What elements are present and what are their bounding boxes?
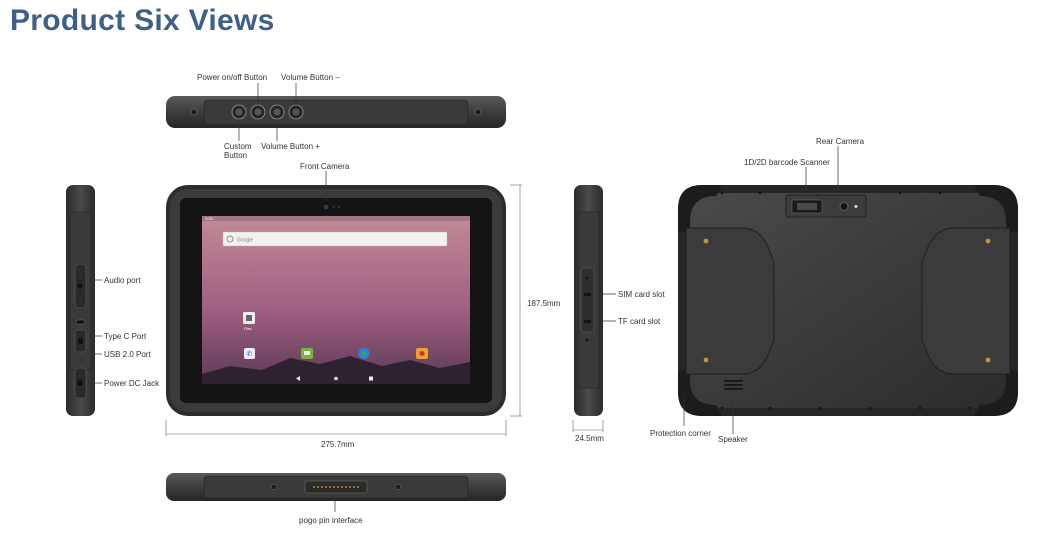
- left-side-view: [66, 185, 95, 416]
- rear-camera-label: Rear Camera: [816, 137, 865, 146]
- page-title: Product Six Views: [10, 4, 275, 37]
- status-time: 3:33: [205, 216, 214, 221]
- depth-label: 24.5mm: [575, 434, 604, 443]
- power-button-label: Power on/off Button: [197, 73, 267, 82]
- right-side-view: [574, 185, 603, 416]
- tf-card-slot: [584, 320, 591, 323]
- bottom-view: [166, 473, 506, 501]
- recents-icon: [369, 376, 373, 381]
- front-camera: [323, 204, 329, 210]
- tf-slot-label: TF card slot: [618, 317, 661, 326]
- custom-button-label-line1: Custom: [224, 142, 252, 151]
- speaker-grille: [724, 380, 743, 390]
- files-app-label: Files: [244, 327, 252, 331]
- sim-slot-label: SIM card slot: [618, 290, 665, 299]
- rear-camera: [839, 202, 849, 211]
- protection-corner-label: Protection corner: [650, 429, 711, 438]
- flash-led: [854, 205, 858, 208]
- pogo-pin-connector: [304, 480, 368, 494]
- top-view: [166, 96, 506, 128]
- speaker-label: Speaker: [718, 435, 748, 444]
- pogo-pin-label: pogo pin interface: [299, 516, 363, 525]
- custom-button-label-line2: Button: [224, 151, 247, 160]
- back-view: [678, 185, 1018, 416]
- width-dimension: [165, 420, 507, 436]
- height-dimension: [510, 184, 522, 417]
- search-placeholder: Google: [237, 238, 253, 244]
- power-dc-label: Power DC Jack: [104, 379, 160, 388]
- depth-dimension: [572, 420, 604, 432]
- sim-card-slot: [584, 293, 591, 296]
- volume-minus-button: [288, 104, 304, 120]
- search-bar: [222, 231, 448, 247]
- barcode-scanner-label: 1D/2D barcode Scanner: [744, 158, 830, 167]
- tablet-screen: 3:33 Google Files ✆: [202, 216, 470, 384]
- card-slot-cover: [580, 267, 595, 333]
- power-button: [250, 104, 266, 120]
- front-camera-label: Front Camera: [300, 162, 350, 171]
- type-c-port-label: Type C Port: [104, 332, 147, 341]
- width-label: 275.7mm: [321, 440, 355, 449]
- usb-port-label: USB 2.0 Port: [104, 350, 151, 359]
- phone-icon: [244, 348, 255, 359]
- back-icon: [296, 376, 300, 381]
- height-label: 187.5mm: [527, 299, 561, 308]
- nav-bar: [296, 376, 373, 381]
- mountain-silhouette: [202, 356, 470, 384]
- home-icon: [334, 376, 338, 381]
- volume-plus-button: [269, 104, 285, 120]
- custom-button: [231, 104, 247, 120]
- search-icon: [226, 235, 234, 243]
- front-view: 3:33 Google Files ✆: [166, 185, 506, 416]
- protection-corner: [678, 185, 722, 236]
- volume-plus-label: Volume Button +: [261, 142, 320, 151]
- svg-text:✆: ✆: [247, 350, 253, 358]
- volume-minus-label: Volume Button –: [281, 73, 340, 82]
- audio-port-label: Audio port: [104, 276, 141, 285]
- dock: ✆: [244, 348, 428, 359]
